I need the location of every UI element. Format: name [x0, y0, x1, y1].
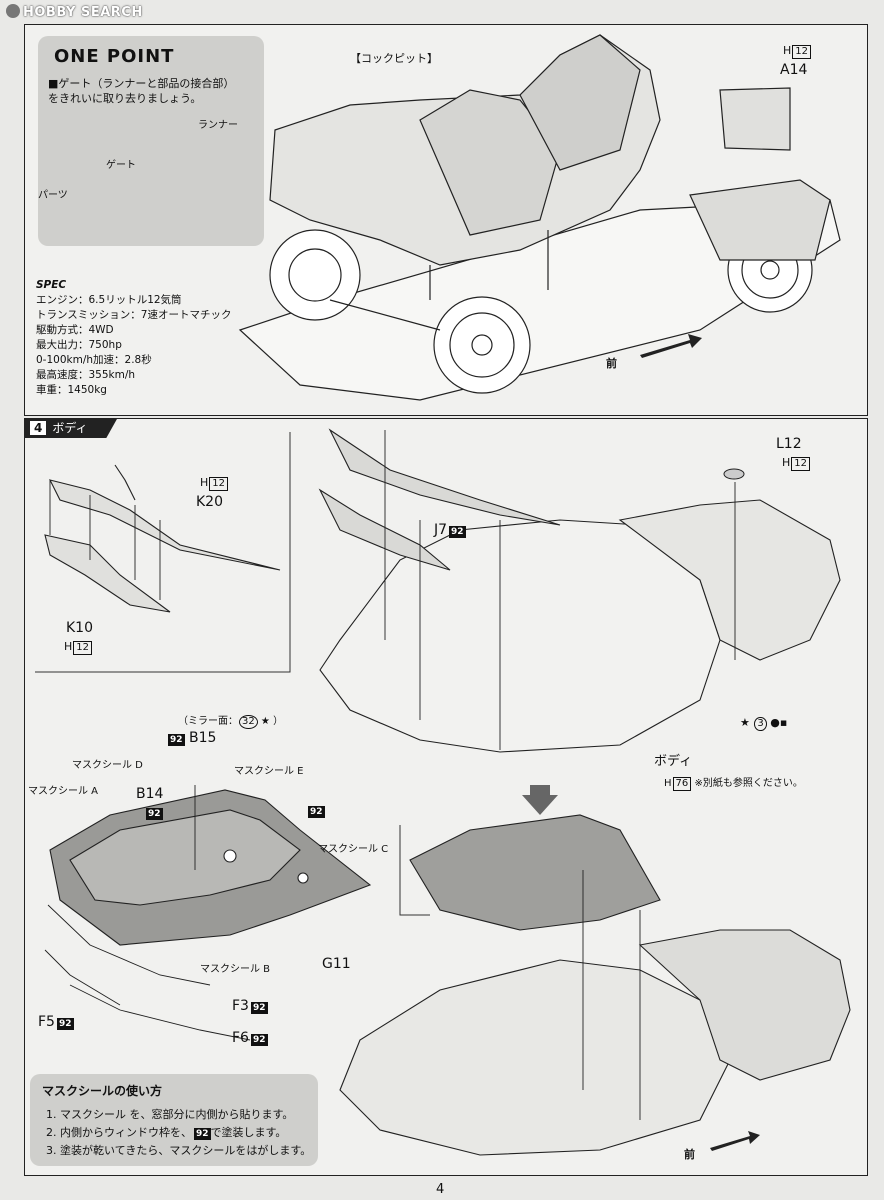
g11-paint: 92	[308, 806, 325, 818]
star-icon: ★	[257, 716, 274, 727]
spoiler-drawing	[44, 464, 281, 613]
mask-seal-usage-box: マスクシールの使い方 1. マスクシール を、窓部分に内側から貼ります。 2. …	[30, 1074, 318, 1166]
cockpit-label: 【コックピット】	[350, 52, 438, 65]
body-lower-drawing	[339, 814, 851, 1156]
onepoint-box: ONE POINT ■ゲート（ランナーと部品の接合部） をきれいに取り去りましょ…	[38, 36, 264, 246]
window-strips	[44, 785, 251, 1041]
down-arrow-icon	[522, 785, 558, 815]
detail-bracket-2	[399, 825, 430, 916]
seal-c-label: マスクシール C	[318, 844, 389, 855]
usage-title: マスクシールの使い方	[42, 1084, 163, 1098]
spec-line: 駆動方式：4WD	[36, 324, 114, 336]
spec-line: エンジン：6.5リットル12気筒	[36, 294, 182, 306]
mirror-note: （ミラー面：32 ★ ）	[178, 715, 284, 729]
body-label: ボディ	[654, 754, 693, 769]
onepoint-title: ONE POINT	[54, 46, 175, 67]
label-gate: ゲート	[106, 160, 136, 171]
l12-part	[723, 468, 745, 480]
usage-step-1: 1. マスクシール を、窓部分に内側から貼ります。	[46, 1108, 294, 1121]
spec-line: トランスミッション：7速オートマチック	[36, 309, 232, 321]
guide-lines-lower	[582, 870, 641, 1120]
detail-bracket	[35, 432, 291, 673]
seal-a-label: マスクシール A	[28, 786, 99, 797]
spec-heading: SPEC	[36, 279, 67, 291]
seal-e-label: マスクシール E	[234, 766, 304, 777]
body-paint-markers: ★ 3 ●▪	[740, 716, 788, 731]
g11-label: G11	[322, 956, 351, 972]
window-drawing	[49, 789, 372, 946]
b14-label: B14	[136, 786, 164, 802]
star-icon: ★	[740, 716, 750, 729]
front-label-2: 前	[684, 1148, 695, 1161]
onepoint-text: ■ゲート（ランナーと部品の接合部） をきれいに取り去りましょう。	[48, 77, 235, 105]
decal-icon: ●▪	[770, 716, 788, 729]
b14-paint: 92	[146, 808, 163, 820]
front-arrow-icon	[640, 334, 702, 358]
seal-d-label: マスクシール D	[72, 760, 143, 771]
spec-line: 0-100km/h加速：2.8秒	[36, 354, 152, 366]
a14-label: A14	[780, 62, 808, 78]
chassis-drawing	[238, 34, 841, 401]
b15-label: 92 B15	[168, 730, 217, 746]
spec-line: 最大出力：750hp	[36, 339, 122, 351]
spec-line: 車重：1450kg	[36, 384, 107, 396]
front-arrow-icon-2	[710, 1131, 760, 1151]
page-number: 4	[436, 1182, 445, 1197]
seal-b-label: マスクシール B	[200, 964, 271, 975]
k10-label: K10	[66, 620, 93, 636]
guide-lines-left	[49, 480, 161, 600]
usage-step-3: 3. 塗装が乾いてきたら、マスクシールをはがします。	[46, 1144, 312, 1157]
guide-lines-upper	[384, 430, 736, 750]
label-runner: ランナー	[198, 120, 238, 131]
l12-label: L12	[776, 436, 802, 452]
label-parts: パーツ	[38, 190, 68, 201]
k20-label: K20	[196, 494, 223, 510]
spec-block: SPEC エンジン：6.5リットル12気筒 トランスミッション：7速オートマチッ…	[36, 278, 231, 398]
body-upper-drawing	[318, 428, 841, 753]
front-label: 前	[606, 357, 617, 370]
logo-icon	[6, 4, 20, 18]
watermark: HOBBY SEARCH	[6, 4, 143, 20]
spec-line: 最高速度：355km/h	[36, 369, 136, 381]
